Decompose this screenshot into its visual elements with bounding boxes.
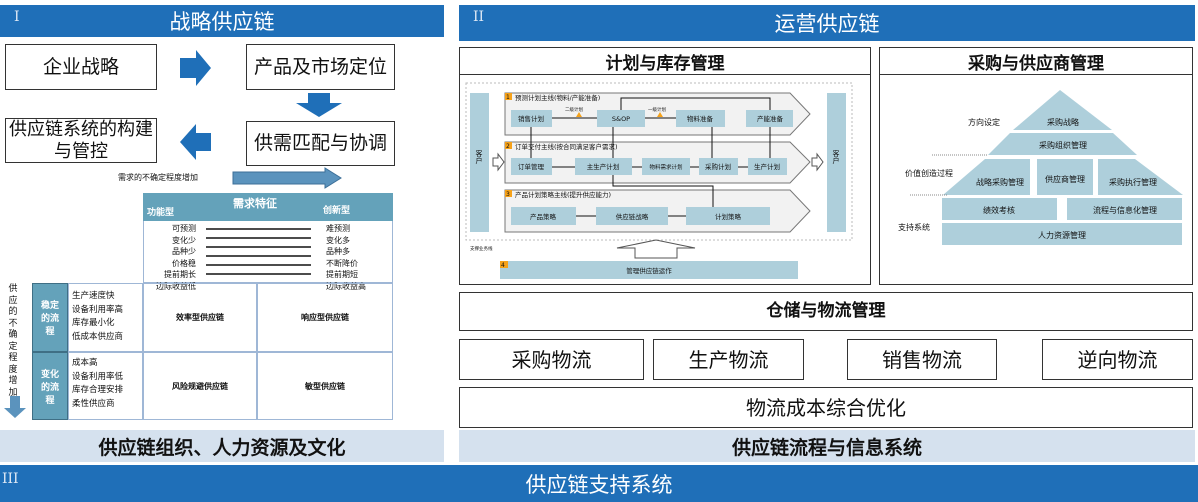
responsive-sc-cell: 响应型供应链 — [257, 283, 393, 352]
logistics-cost-box: 物流成本综合优化 — [459, 387, 1193, 428]
demand-arrow-icon — [232, 167, 342, 189]
customer-right: 客户 — [832, 149, 840, 165]
svg-text:物料准备: 物料准备 — [687, 114, 714, 123]
svg-text:物料需求计划: 物料需求计划 — [649, 163, 682, 171]
svg-text:支持系统: 支持系统 — [898, 222, 930, 232]
level1-plan-tag: 一级计划 — [648, 106, 666, 113]
svg-text:采购战略: 采购战略 — [1047, 117, 1079, 127]
strategic-header: I 战略供应链 — [0, 5, 444, 37]
warehouse-logistics-box: 仓储与物流管理 — [459, 292, 1193, 331]
demand-uncertainty-label: 需求的不确定程度增加 — [118, 173, 198, 182]
svg-text:3: 3 — [506, 191, 510, 198]
support-label: 支撑业务线 — [470, 245, 493, 252]
sc-system-box: 供应链系统的构建与管控 — [5, 118, 157, 163]
arrow-left-icon — [180, 124, 211, 160]
roman-numeral: III — [2, 471, 19, 487]
efficient-sc-cell: 效率型供应链 — [143, 283, 257, 352]
reverse-logistics-box: 逆向物流 — [1042, 339, 1193, 380]
operations-header: II 运营供应链 — [459, 5, 1195, 41]
svg-text:S&OP: S&OP — [612, 115, 630, 123]
svg-text:供应链战略: 供应链战略 — [616, 212, 649, 221]
demand-title: 需求特征 — [233, 197, 277, 210]
supply-arrow-icon — [4, 396, 26, 418]
panel-title: 战略供应链 — [169, 10, 275, 34]
svg-text:主生产计划: 主生产计划 — [587, 162, 620, 171]
support-system-header: III 供应链支持系统 — [0, 465, 1198, 502]
svg-text:绩效考核: 绩效考核 — [983, 205, 1015, 215]
roman-numeral: I — [14, 9, 20, 25]
planning-diagram: 预测计划主线(物料/产能准备) 订单交付主线(按合同满足客户需求) 产品计划策略… — [460, 80, 870, 280]
panel1-arrows — [4, 50, 342, 418]
svg-text:管理供应链运作: 管理供应链运作 — [626, 266, 672, 275]
svg-text:产品策略: 产品策略 — [530, 212, 557, 221]
roman-numeral: II — [473, 9, 485, 25]
procurement-pyramid: 采购战略 采购组织管理 战略采购管理 供应商管理 采购执行管理 绩效考核 流程与… — [898, 90, 1183, 245]
svg-text:采购计划: 采购计划 — [705, 162, 731, 171]
panel-title: 供应链支持系统 — [525, 472, 673, 497]
procurement-logistics-box: 采购物流 — [459, 339, 644, 380]
innovative-label: 创新型 — [323, 206, 351, 216]
product-market-box: 产品及市场定位 — [246, 44, 395, 90]
svg-text:产能准备: 产能准备 — [757, 114, 784, 123]
planning-svg: 预测计划主线(物料/产能准备) 订单交付主线(按合同满足客户需求) 产品计划策略… — [465, 82, 853, 279]
svg-text:采购组织管理: 采购组织管理 — [1039, 140, 1087, 150]
arrow-right-icon — [180, 50, 211, 86]
level2-plan-tag: 二级计划 — [565, 106, 583, 113]
variable-process-label: 变化的流程 — [32, 352, 68, 420]
svg-text:价值创造过程: 价值创造过程 — [905, 168, 953, 178]
supply-uncertainty-label: 供应的不确定程度增加 — [8, 284, 18, 398]
lane3-title: 产品计划策略主线(提升供应能力) — [515, 190, 611, 199]
enterprise-strategy-box: 企业战略 — [5, 44, 157, 90]
svg-text:1: 1 — [506, 94, 510, 101]
demand-header: 需求特征 功能型 创新型 — [143, 193, 393, 221]
risk-hedging-sc-cell: 风险规避供应链 — [143, 352, 257, 420]
variable-traits: 成本高设备利用率低库存合理安排柔性供应商 — [68, 352, 143, 420]
svg-text:供应商管理: 供应商管理 — [1045, 174, 1085, 184]
hollow-up-arrow-icon — [616, 239, 696, 259]
org-hr-culture-bar: 供应链组织、人力资源及文化 — [0, 430, 444, 462]
right-traits: 难预测变化多品种多不断降价提前期短边际收益高 — [326, 224, 366, 291]
svg-text:人力资源管理: 人力资源管理 — [1038, 230, 1086, 240]
customer-left: 客户 — [475, 149, 483, 165]
traits-area: 可预测变化少品种少价格稳提前期长边际收益低 难预测变化多品种多不断降价提前期短边… — [143, 221, 393, 291]
svg-text:生产计划: 生产计划 — [754, 162, 780, 171]
hollow-arrow-icon — [492, 152, 505, 172]
svg-text:方向设定: 方向设定 — [968, 117, 1000, 127]
svg-text:采购执行管理: 采购执行管理 — [1109, 177, 1157, 187]
agile-sc-cell: 敏型供应链 — [257, 352, 393, 420]
stable-process-label: 稳定的流程 — [32, 283, 68, 352]
production-logistics-box: 生产物流 — [653, 339, 804, 380]
process-info-system-bar: 供应链流程与信息系统 — [459, 430, 1195, 462]
stable-traits: 生产速度快设备利用率高库存最小化低成本供应商 — [68, 283, 143, 352]
left-traits: 可预测变化少品种少价格稳提前期长边际收益低 — [156, 224, 196, 291]
hollow-arrow-icon — [811, 152, 824, 172]
lane1-title: 预测计划主线(物料/产能准备) — [515, 93, 600, 102]
arrow-down-icon — [296, 93, 342, 117]
supply-demand-box: 供需匹配与协调 — [246, 121, 395, 166]
svg-text:计划策略: 计划策略 — [715, 212, 742, 221]
svg-text:2: 2 — [506, 143, 510, 150]
lane2-title: 订单交付主线(按合同满足客户需求) — [515, 142, 618, 151]
svg-text:销售计划: 销售计划 — [518, 114, 544, 123]
svg-text:流程与信息化管理: 流程与信息化管理 — [1093, 205, 1157, 215]
procurement-title: 采购与供应商管理 — [880, 48, 1192, 75]
svg-text:订单管理: 订单管理 — [518, 162, 545, 171]
panel-title: 运营供应链 — [774, 12, 880, 36]
svg-text:4: 4 — [501, 262, 505, 269]
sales-logistics-box: 销售物流 — [847, 339, 997, 380]
functional-label: 功能型 — [147, 208, 175, 218]
planning-title: 计划与库存管理 — [460, 48, 870, 75]
svg-text:战略采购管理: 战略采购管理 — [976, 177, 1024, 187]
trait-lines — [206, 228, 311, 275]
